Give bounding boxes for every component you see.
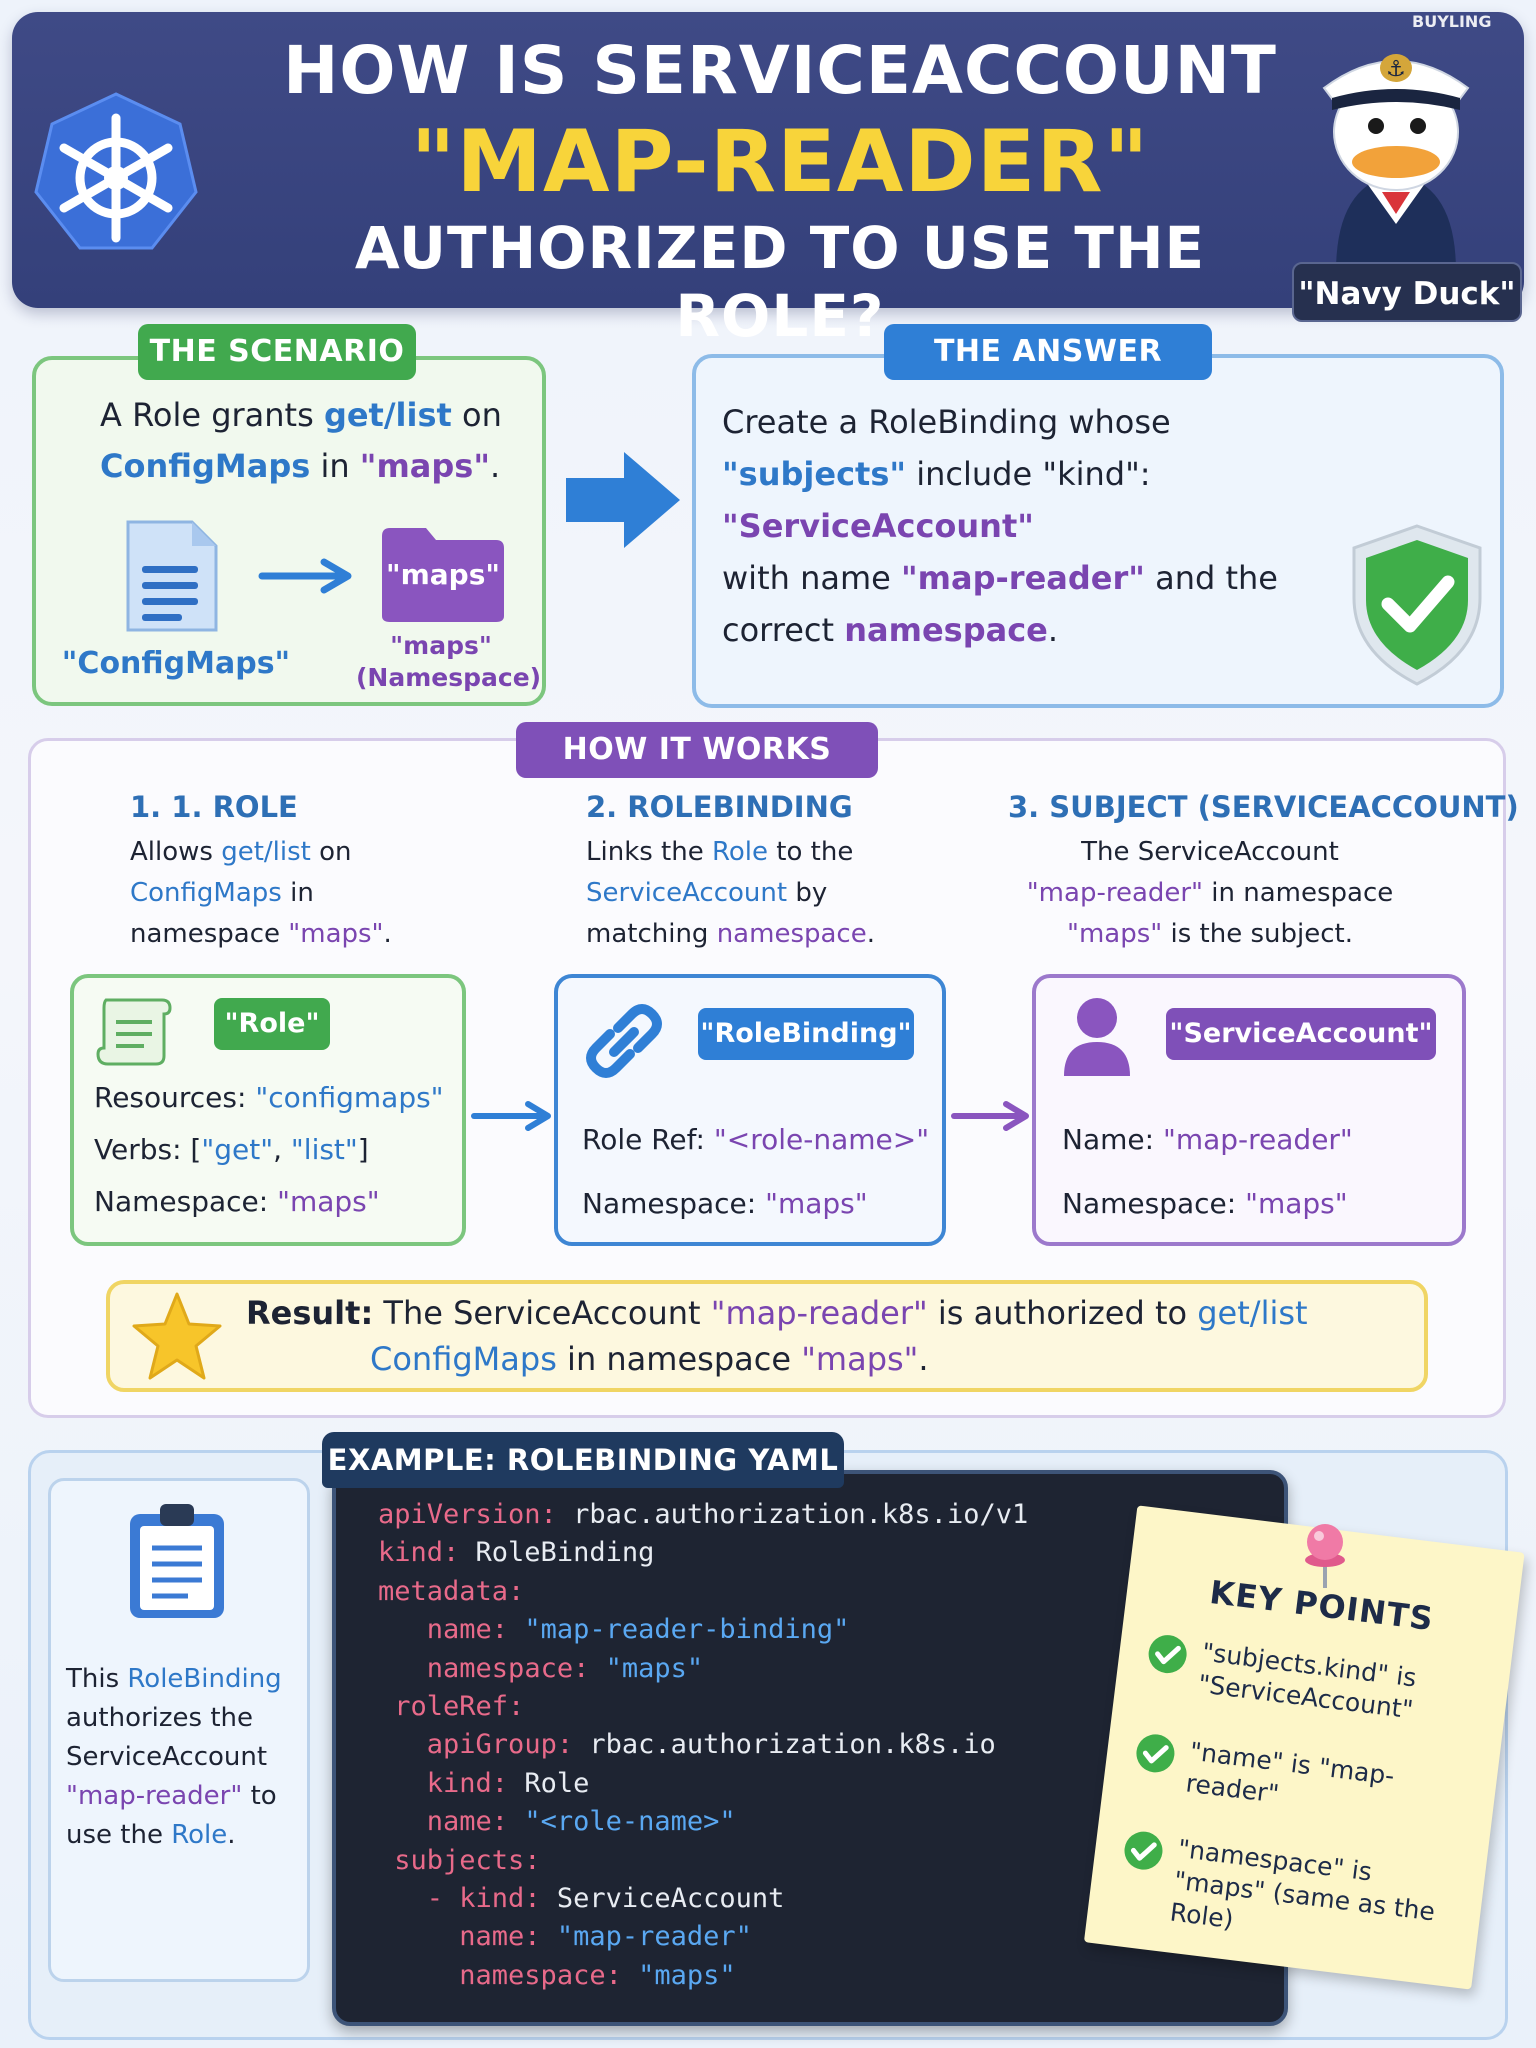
- scenario-heading: THE SCENARIO: [138, 324, 416, 380]
- yaml-key: subjects:: [394, 1844, 541, 1876]
- yaml-key: namespace:: [426, 1652, 590, 1684]
- header-banner: [12, 12, 1524, 308]
- yaml-key: - kind:: [426, 1883, 541, 1915]
- yaml-key: name:: [459, 1921, 541, 1953]
- yaml-key: roleRef:: [394, 1691, 525, 1723]
- svg-text:⚓: ⚓: [1386, 57, 1406, 82]
- yaml-value: rbac.authorization.k8s.io: [573, 1729, 996, 1761]
- yaml-key: kind:: [378, 1537, 460, 1569]
- title-line-2: "MAP-READER": [410, 112, 1150, 212]
- title-line-3: AUTHORIZED TO USE THE ROLE?: [354, 214, 1206, 350]
- yaml-key: name:: [426, 1806, 509, 1838]
- star-icon: [132, 1292, 222, 1380]
- mascot-label: "Navy Duck": [1292, 262, 1522, 322]
- link-icon: [586, 1004, 662, 1078]
- yaml-line: kind: Role: [378, 1765, 1028, 1803]
- shield-check-icon: [1352, 524, 1482, 686]
- yaml-key: apiGroup:: [426, 1729, 574, 1761]
- folder-label: "maps": [386, 558, 500, 591]
- yaml-line: subjects:: [378, 1842, 1028, 1880]
- scenario-text: A Role grants get/list on ConfigMaps in …: [100, 396, 502, 485]
- result-text: Result: The ServiceAccount "map-reader" …: [246, 1294, 1308, 1378]
- yaml-line: kind: RoleBinding: [378, 1534, 1028, 1572]
- namespace-label: "maps" (Namespace): [356, 631, 542, 692]
- key-point-item: "name" is "map-reader": [1136, 1729, 1485, 1809]
- yaml-line: name: "map-reader": [378, 1918, 1028, 1956]
- check-circle-icon: [1148, 1635, 1187, 1674]
- configmaps-label: "ConfigMaps": [61, 646, 291, 681]
- document-icon: [126, 520, 218, 632]
- kubernetes-wheel-icon: [34, 92, 198, 250]
- scenario-panel: [32, 356, 546, 706]
- yaml-value: "map-reader-binding": [508, 1614, 850, 1646]
- result-panel: [106, 1280, 1428, 1392]
- brand-watermark: BUYLING: [1412, 12, 1492, 31]
- yaml-code: apiVersion: rbac.authorization.k8s.io/v1…: [378, 1496, 1028, 1995]
- key-points-note: KEY POINTS "subjects.kind" is "ServiceAc…: [1081, 1505, 1534, 2010]
- check-circle-icon: [1124, 1831, 1163, 1870]
- big-arrow-right-icon: [566, 452, 680, 548]
- title-line-1: HOW IS SERVICEACCOUNT: [283, 32, 1277, 109]
- explanation-text: This RoleBinding authorizes the ServiceA…: [66, 1664, 282, 1850]
- yaml-key: metadata:: [378, 1575, 525, 1607]
- arrow-right-icon: [258, 558, 352, 594]
- pushpin-icon: [1305, 1524, 1345, 1588]
- step-3-title: 3. SUBJECT (SERVICEACCOUNT): [1008, 790, 1519, 824]
- yaml-line: roleRef:: [378, 1688, 1028, 1726]
- folder-icon: [382, 528, 504, 622]
- yaml-line: - kind: ServiceAccount: [378, 1880, 1028, 1918]
- yaml-key: namespace:: [459, 1959, 622, 1991]
- yaml-value: Role: [508, 1767, 590, 1799]
- yaml-value: rbac.authorization.k8s.io/v1: [556, 1499, 1029, 1530]
- yaml-line: name: "map-reader-binding": [378, 1611, 1028, 1649]
- sticky-note: KEY POINTS "subjects.kind" is "ServiceAc…: [1083, 1505, 1525, 1990]
- arrow-right-icon: [951, 1101, 1029, 1131]
- example-heading: EXAMPLE: ROLEBINDING YAML: [322, 1432, 844, 1488]
- answer-panel: [692, 354, 1504, 708]
- step-1-title: 1. 1. ROLE: [130, 790, 298, 824]
- step-2-title: 2. ROLEBINDING: [586, 790, 853, 824]
- yaml-line: apiVersion: rbac.authorization.k8s.io/v1: [378, 1496, 1028, 1534]
- yaml-key: name:: [426, 1614, 509, 1646]
- user-icon: [1064, 998, 1130, 1076]
- step-2-description: Links the Role to the ServiceAccount by …: [586, 837, 875, 949]
- serviceaccount-fields: Name: "map-reader" Namespace: "maps": [1062, 1123, 1353, 1220]
- answer-text: Create a RoleBinding whose "subjects" in…: [722, 403, 1278, 649]
- yaml-line: name: "<role-name>": [378, 1803, 1028, 1841]
- yaml-line: apiGroup: rbac.authorization.k8s.io: [378, 1726, 1028, 1764]
- clipboard-icon: [130, 1504, 224, 1618]
- yaml-key: apiVersion:: [378, 1499, 557, 1530]
- how-it-works-heading: HOW IT WORKS: [516, 722, 878, 778]
- answer-heading: THE ANSWER: [884, 324, 1212, 380]
- rolebinding-fields: Role Ref: "<role-name>" Namespace: "maps…: [582, 1123, 930, 1220]
- yaml-value: RoleBinding: [459, 1537, 655, 1569]
- yaml-value: "maps": [589, 1652, 704, 1684]
- key-point-item: "namespace" is "maps" (same as the Role): [1124, 1826, 1473, 1934]
- yaml-value: "maps": [621, 1959, 736, 1991]
- yaml-value: "map-reader": [540, 1921, 752, 1953]
- navy-duck-mascot-icon: ⚓: [1322, 54, 1470, 272]
- arrow-right-icon: [471, 1101, 551, 1131]
- serviceaccount-tag: "ServiceAccount": [1166, 1008, 1436, 1060]
- step-1-description: Allows get/list on ConfigMaps in namespa…: [130, 837, 392, 949]
- step-3-description: The ServiceAccount "map-reader" in names…: [1026, 837, 1394, 949]
- rolebinding-tag: "RoleBinding": [698, 1008, 914, 1060]
- role-tag: "Role": [214, 998, 330, 1050]
- check-circle-icon: [1136, 1734, 1175, 1773]
- yaml-value: ServiceAccount: [540, 1883, 785, 1915]
- yaml-line: namespace: "maps": [378, 1650, 1028, 1688]
- scroll-icon: [96, 998, 172, 1066]
- yaml-line: metadata:: [378, 1573, 1028, 1611]
- yaml-key: kind:: [426, 1767, 509, 1799]
- yaml-value: "<role-name>": [508, 1806, 736, 1838]
- key-point-item: "subjects.kind" is "ServiceAccount": [1148, 1630, 1497, 1724]
- role-fields: Resources: "configmaps" Verbs: ["get", "…: [94, 1081, 444, 1218]
- yaml-line: namespace: "maps": [378, 1957, 1028, 1995]
